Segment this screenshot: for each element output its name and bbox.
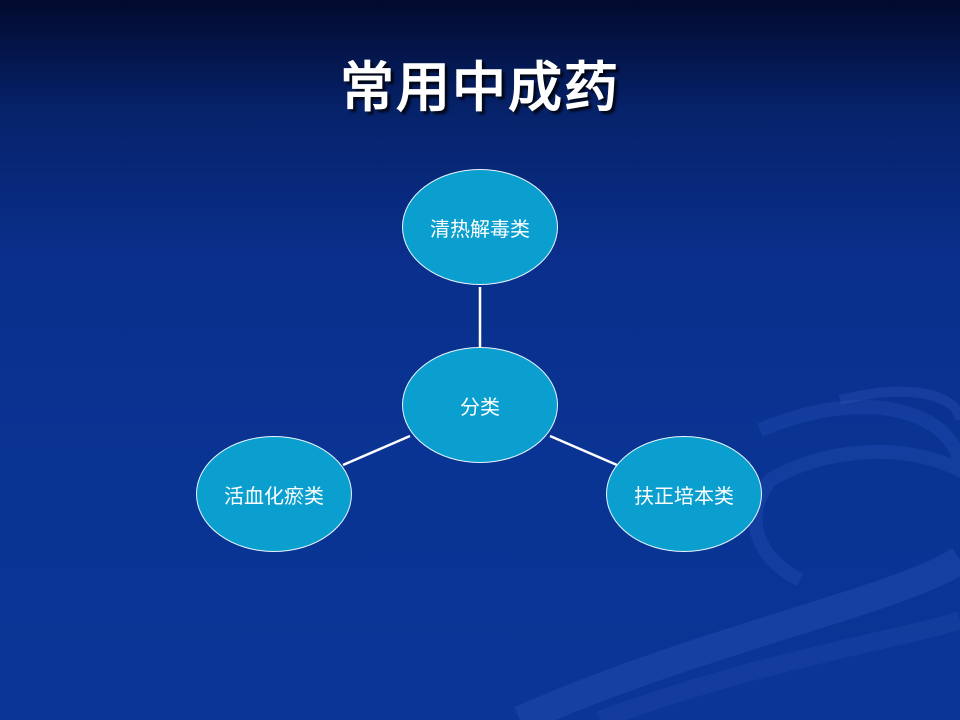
node-label: 扶正培本类 (634, 483, 734, 508)
node-heat-clearing: 清热解毒类 (402, 169, 558, 285)
node-tonifying: 扶正培本类 (606, 436, 762, 552)
connector-left (342, 434, 411, 467)
node-label: 分类 (460, 394, 500, 419)
node-classification: 分类 (402, 347, 558, 463)
slide-title: 常用中成药 (340, 55, 620, 119)
node-blood-activating: 活血化瘀类 (196, 436, 352, 552)
node-label: 清热解毒类 (430, 216, 530, 241)
node-label: 活血化瘀类 (224, 483, 324, 508)
connector-right (549, 434, 618, 467)
